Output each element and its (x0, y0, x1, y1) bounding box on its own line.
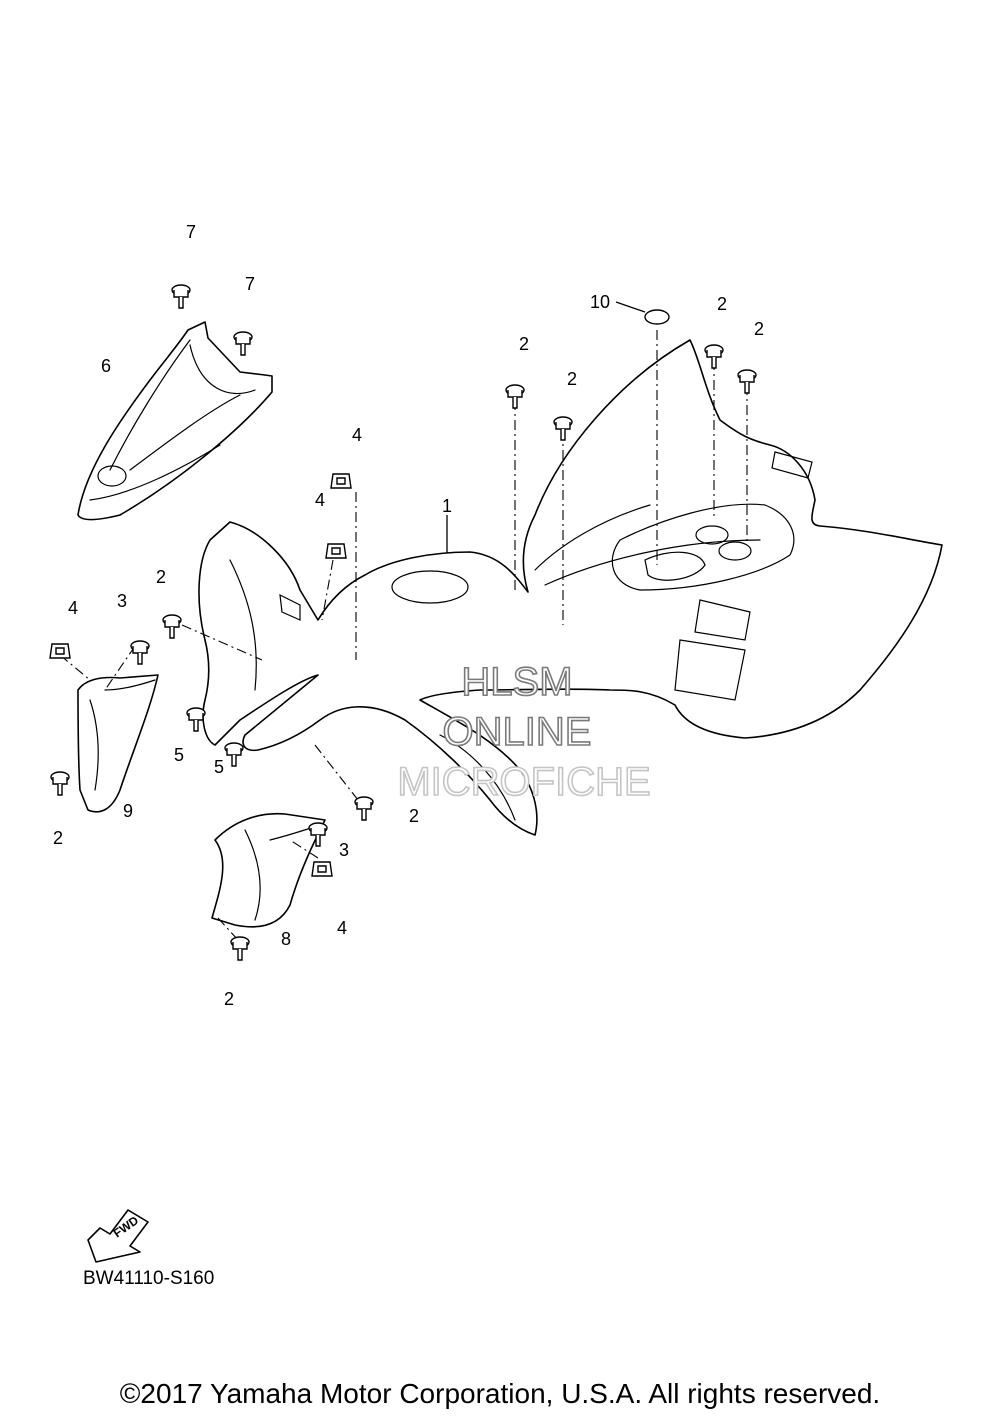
callout-2c: 2 (519, 334, 529, 354)
screw-3a (130, 640, 150, 665)
nut-4a (330, 473, 352, 489)
bolt-2a (505, 384, 525, 409)
callout-6: 6 (101, 356, 111, 376)
callout-4d: 4 (337, 918, 347, 938)
callout-5a: 5 (174, 745, 184, 765)
callout-10: 10 (590, 292, 610, 312)
callout-3b: 3 (339, 840, 349, 860)
nut-4d (311, 861, 333, 877)
callout-7a: 7 (186, 222, 196, 242)
bolt-2f (50, 771, 70, 796)
bolt-2h (230, 936, 250, 961)
main-fender-body (198, 339, 943, 836)
front-upper-cover (77, 321, 273, 521)
bolt-2d (737, 369, 757, 394)
bolt-2g (354, 796, 374, 821)
callout-2a: 2 (717, 294, 727, 314)
callout-7b: 7 (245, 274, 255, 294)
callout-8: 8 (281, 929, 291, 949)
callout-4b: 4 (315, 490, 325, 510)
callout-2d: 2 (567, 369, 577, 389)
callout-4a: 4 (352, 425, 362, 445)
callout-3a: 3 (117, 591, 127, 611)
grommet-10 (644, 309, 670, 325)
screw-5b (224, 742, 244, 767)
screw-5a (186, 707, 206, 732)
nut-4b (325, 543, 347, 559)
callout-2f: 2 (53, 828, 63, 848)
callout-2b: 2 (754, 319, 764, 339)
bolt-7a (171, 284, 191, 309)
watermark-line-1: HLSM (461, 660, 572, 704)
fasteners (49, 284, 757, 961)
callout-labels: 7 7 6 10 2 2 2 2 4 4 1 2 4 3 5 5 9 2 2 3… (53, 222, 764, 1009)
right-side-cover (211, 812, 326, 928)
callout-2h: 2 (224, 989, 234, 1009)
bolt-2c (704, 344, 724, 369)
watermark: HLSM ONLINE MICROFICHE (397, 659, 652, 805)
callout-9: 9 (123, 801, 133, 821)
callout-5b: 5 (214, 757, 224, 777)
reference-code: BW41110-S160 (83, 1268, 215, 1289)
bolt-7b (233, 331, 253, 356)
bolt-2e (162, 614, 182, 639)
callout-2e: 2 (156, 567, 166, 587)
nut-4c (49, 643, 71, 659)
leader-lines (59, 301, 748, 941)
watermark-line-2: ONLINE (443, 710, 592, 754)
callout-4c: 4 (68, 598, 78, 618)
left-side-cover (77, 674, 159, 813)
callout-2g: 2 (409, 806, 419, 826)
fwd-arrow-icon: FWD (87, 1209, 149, 1263)
watermark-line-3: MICROFICHE (397, 760, 650, 804)
bolt-2b (553, 416, 573, 441)
copyright-notice: ©2017 Yamaha Motor Corporation, U.S.A. A… (119, 1378, 881, 1409)
callout-1: 1 (442, 496, 452, 516)
